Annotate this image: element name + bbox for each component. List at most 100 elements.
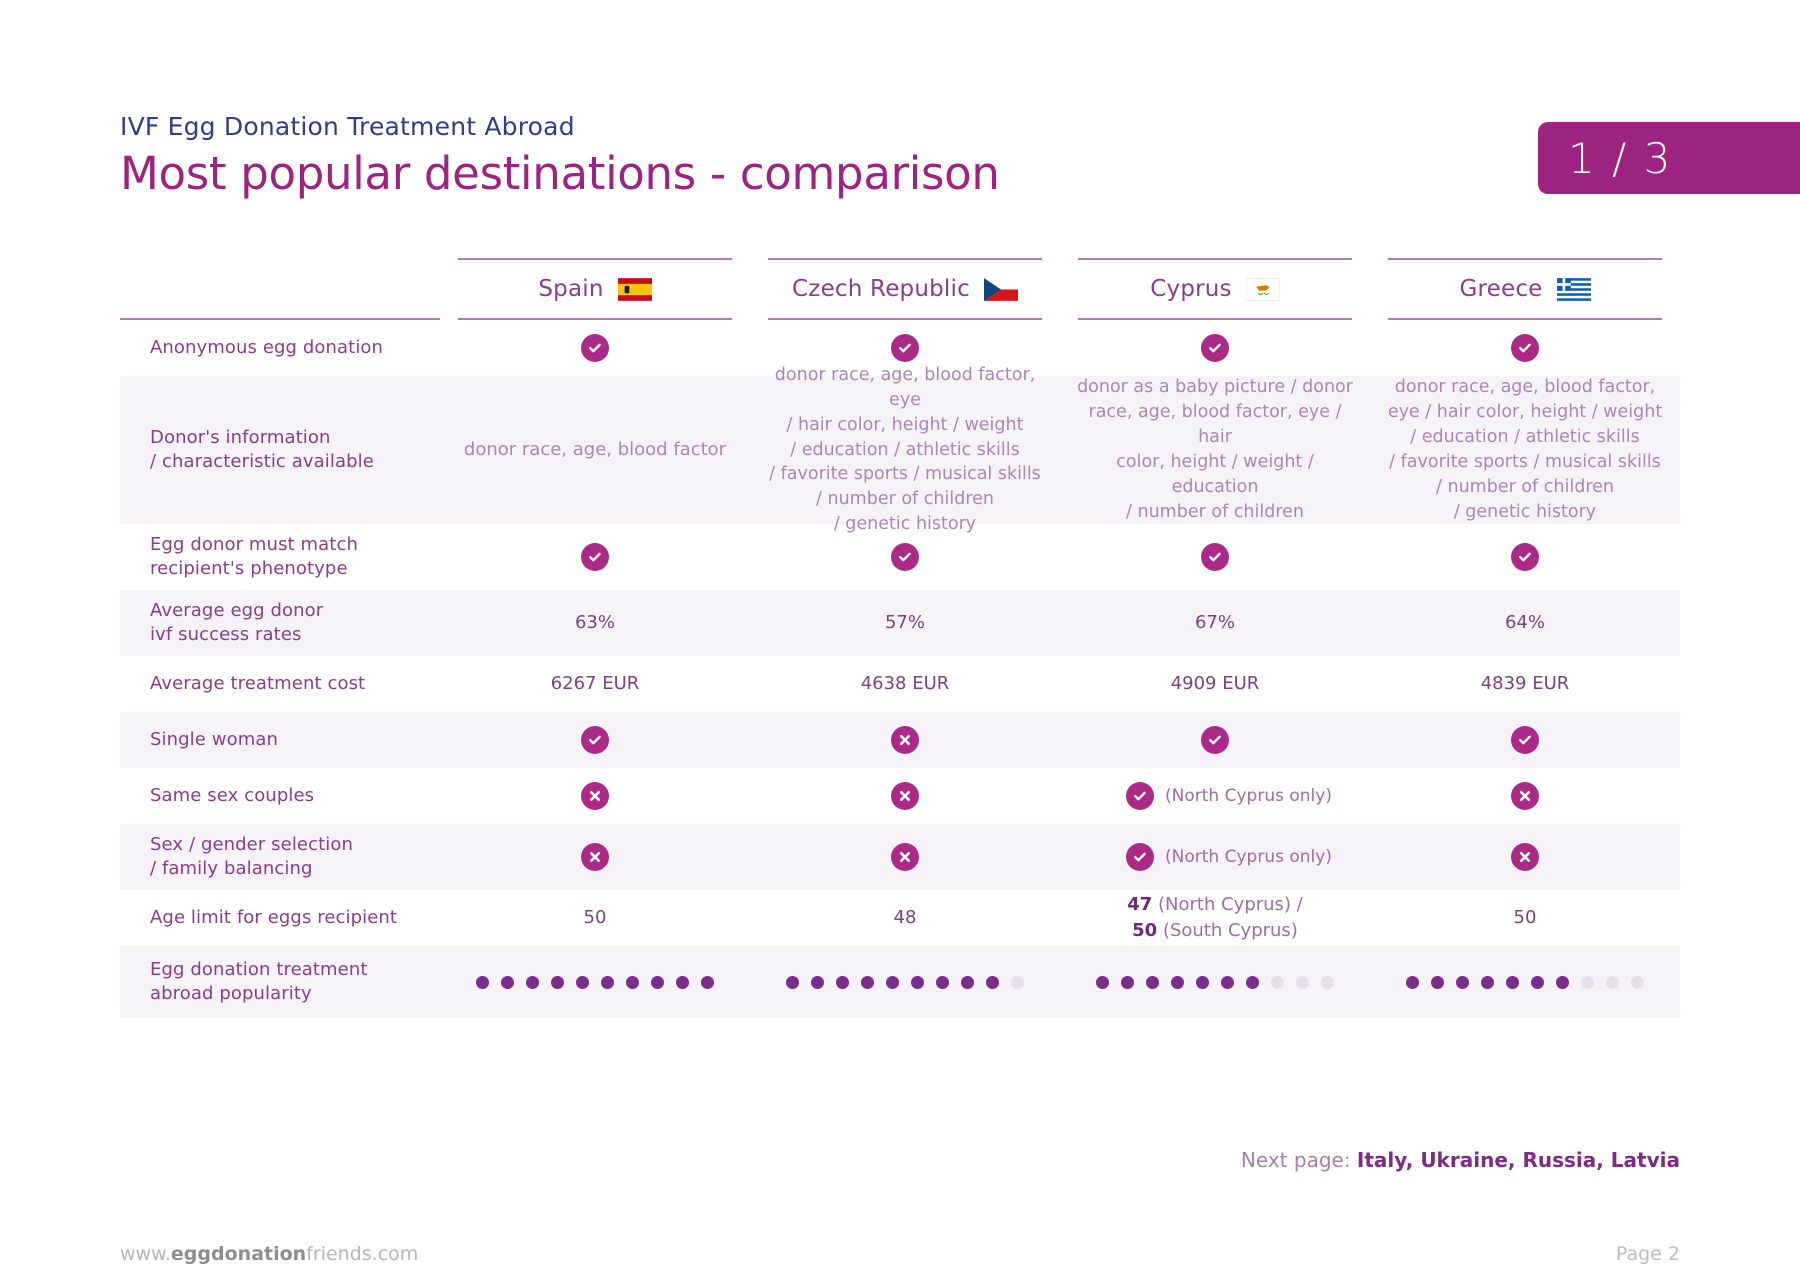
cell-czech-republic <box>750 946 1060 1018</box>
check-icon <box>891 543 919 571</box>
popularity-dot-filled <box>651 975 664 989</box>
cross-icon <box>1511 843 1539 871</box>
availability-indicator <box>1511 543 1539 571</box>
popularity-dot-filled <box>861 975 874 989</box>
cell-text: 48 <box>893 906 917 928</box>
cell-spain: 63% <box>440 590 750 656</box>
availability-indicator <box>1201 726 1229 754</box>
cell-spain <box>440 824 750 890</box>
availability-indicator <box>891 334 919 362</box>
row-label: Sex / gender selection / family balancin… <box>150 834 353 879</box>
popularity-dot-filled <box>476 975 489 989</box>
popularity-dot-filled <box>911 975 924 989</box>
cell-text: 64% <box>1504 611 1545 633</box>
popularity-rating <box>1096 975 1334 989</box>
popularity-dot-filled <box>1221 975 1234 989</box>
check-icon <box>1511 543 1539 571</box>
cross-icon <box>1511 782 1539 810</box>
check-icon <box>1511 726 1539 754</box>
popularity-dot-filled <box>1431 975 1444 989</box>
flag-greece-icon <box>1556 277 1591 301</box>
cell-spain <box>440 320 750 376</box>
popularity-dot-filled <box>1406 975 1419 989</box>
row-label: Same sex couples <box>150 785 315 807</box>
popularity-dot-filled <box>811 975 824 989</box>
footer-page-number: Page 2 <box>1615 1243 1680 1265</box>
flag-spain-icon <box>617 277 652 301</box>
column-header-spain: Spain <box>458 258 732 320</box>
age-region-note: (South Cyprus) <box>1157 920 1298 941</box>
cell-note: (North Cyprus only) <box>1165 846 1332 867</box>
cell-cyprus: donor as a baby picture / donor race, ag… <box>1060 376 1370 524</box>
cell-cyprus <box>1060 946 1370 1018</box>
availability-indicator <box>1511 782 1539 810</box>
popularity-dot-filled <box>1171 975 1184 989</box>
popularity-dot-empty <box>1296 975 1309 989</box>
popularity-dot-empty <box>1321 975 1334 989</box>
check-icon <box>891 334 919 362</box>
cell-text: 67% <box>1194 611 1235 633</box>
cell-text: 4839 EUR <box>1480 672 1570 694</box>
check-icon <box>1126 782 1155 810</box>
check-icon <box>581 334 609 362</box>
cell-greece: donor race, age, blood factor, eye / hai… <box>1370 376 1680 524</box>
cell-czech-republic <box>750 320 1060 376</box>
availability-indicator <box>891 782 919 810</box>
cell-greece <box>1370 946 1680 1018</box>
check-icon <box>1126 843 1155 871</box>
cross-icon <box>891 782 919 810</box>
popularity-dot-empty <box>1271 975 1284 989</box>
cross-icon <box>891 843 919 871</box>
popularity-dot-filled <box>836 975 849 989</box>
availability-indicator <box>581 782 609 810</box>
cell-greece <box>1370 768 1680 824</box>
cell-czech-republic: 57% <box>750 590 1060 656</box>
next-page-label: Next page: <box>1240 1148 1357 1172</box>
table-row: Anonymous egg donation <box>120 320 1680 376</box>
age-value: 47 <box>1127 894 1153 916</box>
row-label: Anonymous egg donation <box>150 337 384 359</box>
cell-czech-republic <box>750 524 1060 590</box>
row-label: Donor's information / characteristic ava… <box>150 427 374 472</box>
cell-greece <box>1370 824 1680 890</box>
next-page-countries: Italy, Ukraine, Russia, Latvia <box>1356 1148 1680 1172</box>
cell-czech-republic: 4638 EUR <box>750 656 1060 712</box>
check-icon <box>1201 543 1229 571</box>
availability-indicator <box>891 843 919 871</box>
popularity-dot-filled <box>576 975 589 989</box>
popularity-dot-filled <box>501 975 514 989</box>
cell-text: donor race, age, blood factor, eye / hai… <box>769 365 1041 535</box>
check-icon <box>581 726 609 754</box>
popularity-dot-filled <box>1246 975 1259 989</box>
country-name: Cyprus <box>1150 276 1232 302</box>
cell-czech-republic: donor race, age, blood factor, eye / hai… <box>750 365 1060 534</box>
availability-indicator <box>891 543 919 571</box>
footer-website-url[interactable]: www.eggdonationfriends.com <box>120 1243 418 1265</box>
popularity-dot-filled <box>986 975 999 989</box>
cell-text: 63% <box>574 611 615 633</box>
availability-indicator <box>1201 543 1229 571</box>
cell-czech-republic <box>750 768 1060 824</box>
cell-text: 4909 EUR <box>1170 672 1260 694</box>
cell-cyprus: 67% <box>1060 590 1370 656</box>
column-header-greece: Greece <box>1388 258 1662 320</box>
popularity-dot-empty <box>1581 975 1594 989</box>
table-row: Sex / gender selection / family balancin… <box>120 824 1680 890</box>
age-region-note: (North Cyprus) / <box>1152 894 1303 916</box>
availability-indicator: (North Cyprus only) <box>1098 843 1332 871</box>
age-value: 50 <box>1132 920 1158 941</box>
page-header: IVF Egg Donation Treatment Abroad Most p… <box>120 112 1000 200</box>
availability-indicator <box>1511 843 1539 871</box>
country-name: Spain <box>538 276 604 302</box>
cell-text: 50 <box>583 906 607 928</box>
cell-text: donor race, age, blood factor <box>463 439 727 461</box>
cell-text: donor as a baby picture / donor race, ag… <box>1077 377 1353 522</box>
cell-czech-republic <box>750 712 1060 768</box>
eyebrow-text: IVF Egg Donation Treatment Abroad <box>120 112 575 141</box>
row-label: Age limit for eggs recipient <box>150 907 398 929</box>
popularity-dot-filled <box>1146 975 1159 989</box>
cell-cyprus <box>1060 524 1370 590</box>
cell-greece: 50 <box>1370 890 1680 946</box>
